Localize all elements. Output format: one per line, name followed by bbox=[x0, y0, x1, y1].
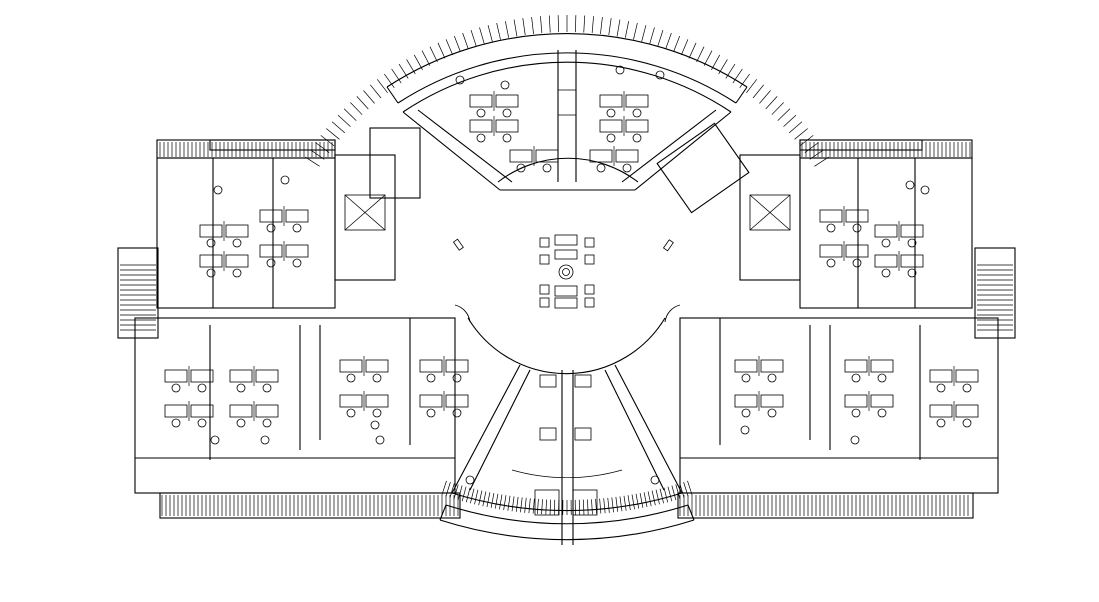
lounge-armchair bbox=[584, 284, 595, 295]
chair bbox=[370, 420, 380, 430]
lounge-armchair bbox=[584, 297, 595, 308]
chair bbox=[500, 80, 510, 90]
chair bbox=[850, 435, 860, 445]
lounge-armchair bbox=[539, 254, 550, 265]
lounge-armchair bbox=[539, 284, 550, 295]
lounge-sofa bbox=[554, 234, 578, 246]
chair bbox=[375, 435, 385, 445]
desk-cluster bbox=[199, 221, 249, 248]
east-lower-wing bbox=[677, 317, 999, 519]
desk-cluster bbox=[844, 391, 894, 418]
desk-cluster bbox=[259, 241, 309, 268]
lounge-table bbox=[554, 285, 578, 297]
desk-cluster bbox=[339, 391, 389, 418]
desk-cluster bbox=[929, 366, 979, 393]
chair bbox=[465, 475, 475, 485]
lounge-armchair bbox=[584, 237, 595, 248]
desk-cluster bbox=[229, 366, 279, 393]
central-rotunda bbox=[452, 157, 681, 375]
desk-cluster bbox=[844, 356, 894, 383]
chair bbox=[280, 175, 290, 185]
chair bbox=[213, 185, 223, 195]
lounge-armchair bbox=[584, 254, 595, 265]
lounge-armchair bbox=[539, 237, 550, 248]
west-stair bbox=[117, 247, 159, 339]
chair bbox=[210, 435, 220, 445]
office-furniture bbox=[164, 65, 979, 485]
chair bbox=[260, 435, 270, 445]
desk-cluster bbox=[199, 251, 249, 278]
west-lower-wing bbox=[134, 317, 461, 519]
south-wing bbox=[439, 364, 695, 545]
desk-cluster bbox=[419, 391, 469, 418]
desk-cluster bbox=[339, 356, 389, 383]
chair bbox=[655, 70, 665, 80]
desk-cluster bbox=[929, 401, 979, 428]
chair bbox=[455, 75, 465, 85]
north-wing bbox=[305, 15, 829, 191]
desk-cluster bbox=[469, 91, 519, 118]
desk-cluster bbox=[734, 391, 784, 418]
desk-cluster bbox=[874, 221, 924, 248]
desk-cluster bbox=[509, 146, 559, 173]
west-upper-wing bbox=[156, 127, 421, 309]
east-stair bbox=[974, 247, 1016, 339]
desk-cluster bbox=[164, 366, 214, 393]
desk-cluster bbox=[599, 116, 649, 143]
desk-cluster bbox=[259, 206, 309, 233]
desk-cluster bbox=[164, 401, 214, 428]
desk-cluster bbox=[229, 401, 279, 428]
south-wing-desks bbox=[534, 374, 598, 516]
desk-cluster bbox=[874, 251, 924, 278]
central-lounge bbox=[539, 234, 595, 309]
chair bbox=[920, 185, 930, 195]
desk-cluster bbox=[419, 356, 469, 383]
lounge-sofa bbox=[554, 297, 578, 309]
desk-cluster bbox=[599, 91, 649, 118]
chair bbox=[905, 180, 915, 190]
chair bbox=[615, 65, 625, 75]
chair bbox=[650, 475, 660, 485]
lounge-round-table bbox=[558, 264, 574, 280]
desk-cluster bbox=[819, 241, 869, 268]
chair bbox=[740, 425, 750, 435]
desk-cluster bbox=[819, 206, 869, 233]
lounge-table bbox=[554, 249, 578, 260]
east-upper-wing bbox=[656, 122, 973, 309]
desk-cluster bbox=[589, 146, 639, 173]
lounge-armchair bbox=[539, 297, 550, 308]
desk-cluster bbox=[469, 116, 519, 143]
desk-cluster bbox=[734, 356, 784, 383]
